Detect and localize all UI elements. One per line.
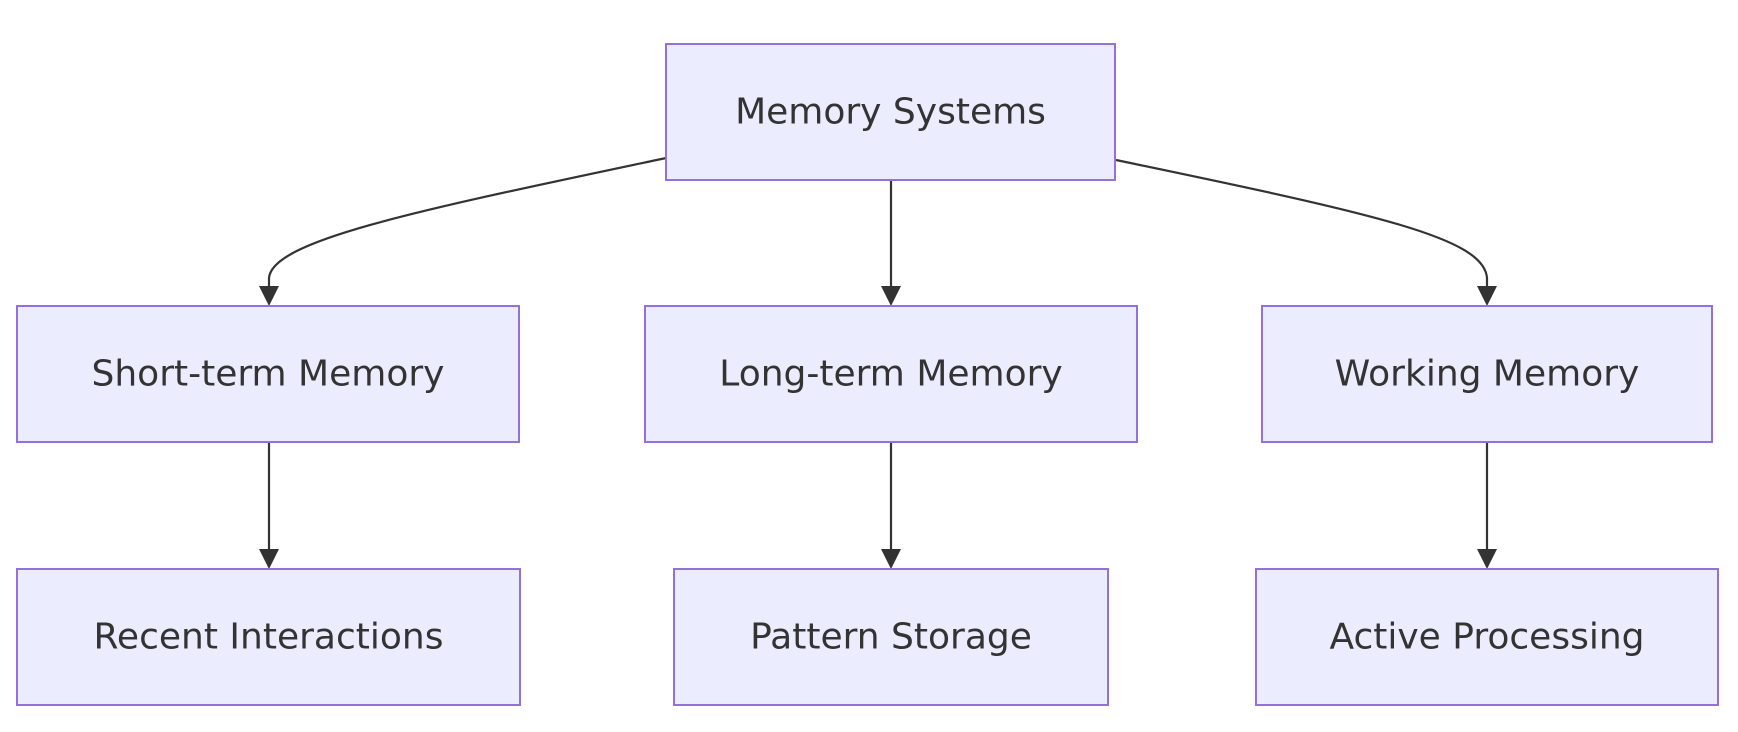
- node-box: [16, 305, 520, 443]
- arrowhead-icon: [259, 549, 279, 569]
- node-memory-systems[interactable]: Memory Systems: [665, 43, 1116, 181]
- node-box: [1255, 568, 1719, 706]
- node-box: [16, 568, 521, 706]
- node-label: Recent Interactions: [94, 617, 444, 658]
- arrowhead-icon: [881, 549, 901, 569]
- node-label: Short-term Memory: [92, 354, 445, 395]
- node-label: Active Processing: [1329, 617, 1644, 658]
- node-box: [673, 568, 1109, 706]
- edges: [259, 156, 1497, 569]
- node-recent-interactions[interactable]: Recent Interactions: [16, 568, 521, 706]
- node-label: Long-term Memory: [719, 354, 1062, 395]
- arrowhead-icon: [1477, 549, 1497, 569]
- arrowhead-icon: [1477, 286, 1497, 306]
- node-working-memory[interactable]: Working Memory: [1261, 305, 1713, 443]
- node-label: Memory Systems: [735, 92, 1046, 133]
- edge-root-to-working: [1115, 158, 1489, 300]
- node-label: Pattern Storage: [750, 617, 1032, 658]
- node-short-term-memory[interactable]: Short-term Memory: [16, 305, 520, 443]
- node-pattern-storage[interactable]: Pattern Storage: [673, 568, 1109, 706]
- node-active-processing[interactable]: Active Processing: [1255, 568, 1719, 706]
- arrowhead-icon: [259, 286, 279, 306]
- node-label: Working Memory: [1335, 354, 1640, 395]
- node-box: [1261, 305, 1713, 443]
- edge-root-to-short-term: [267, 156, 667, 300]
- node-box: [644, 305, 1138, 443]
- arrowhead-icon: [881, 286, 901, 306]
- node-long-term-memory[interactable]: Long-term Memory: [644, 305, 1138, 443]
- node-box: [665, 43, 1116, 181]
